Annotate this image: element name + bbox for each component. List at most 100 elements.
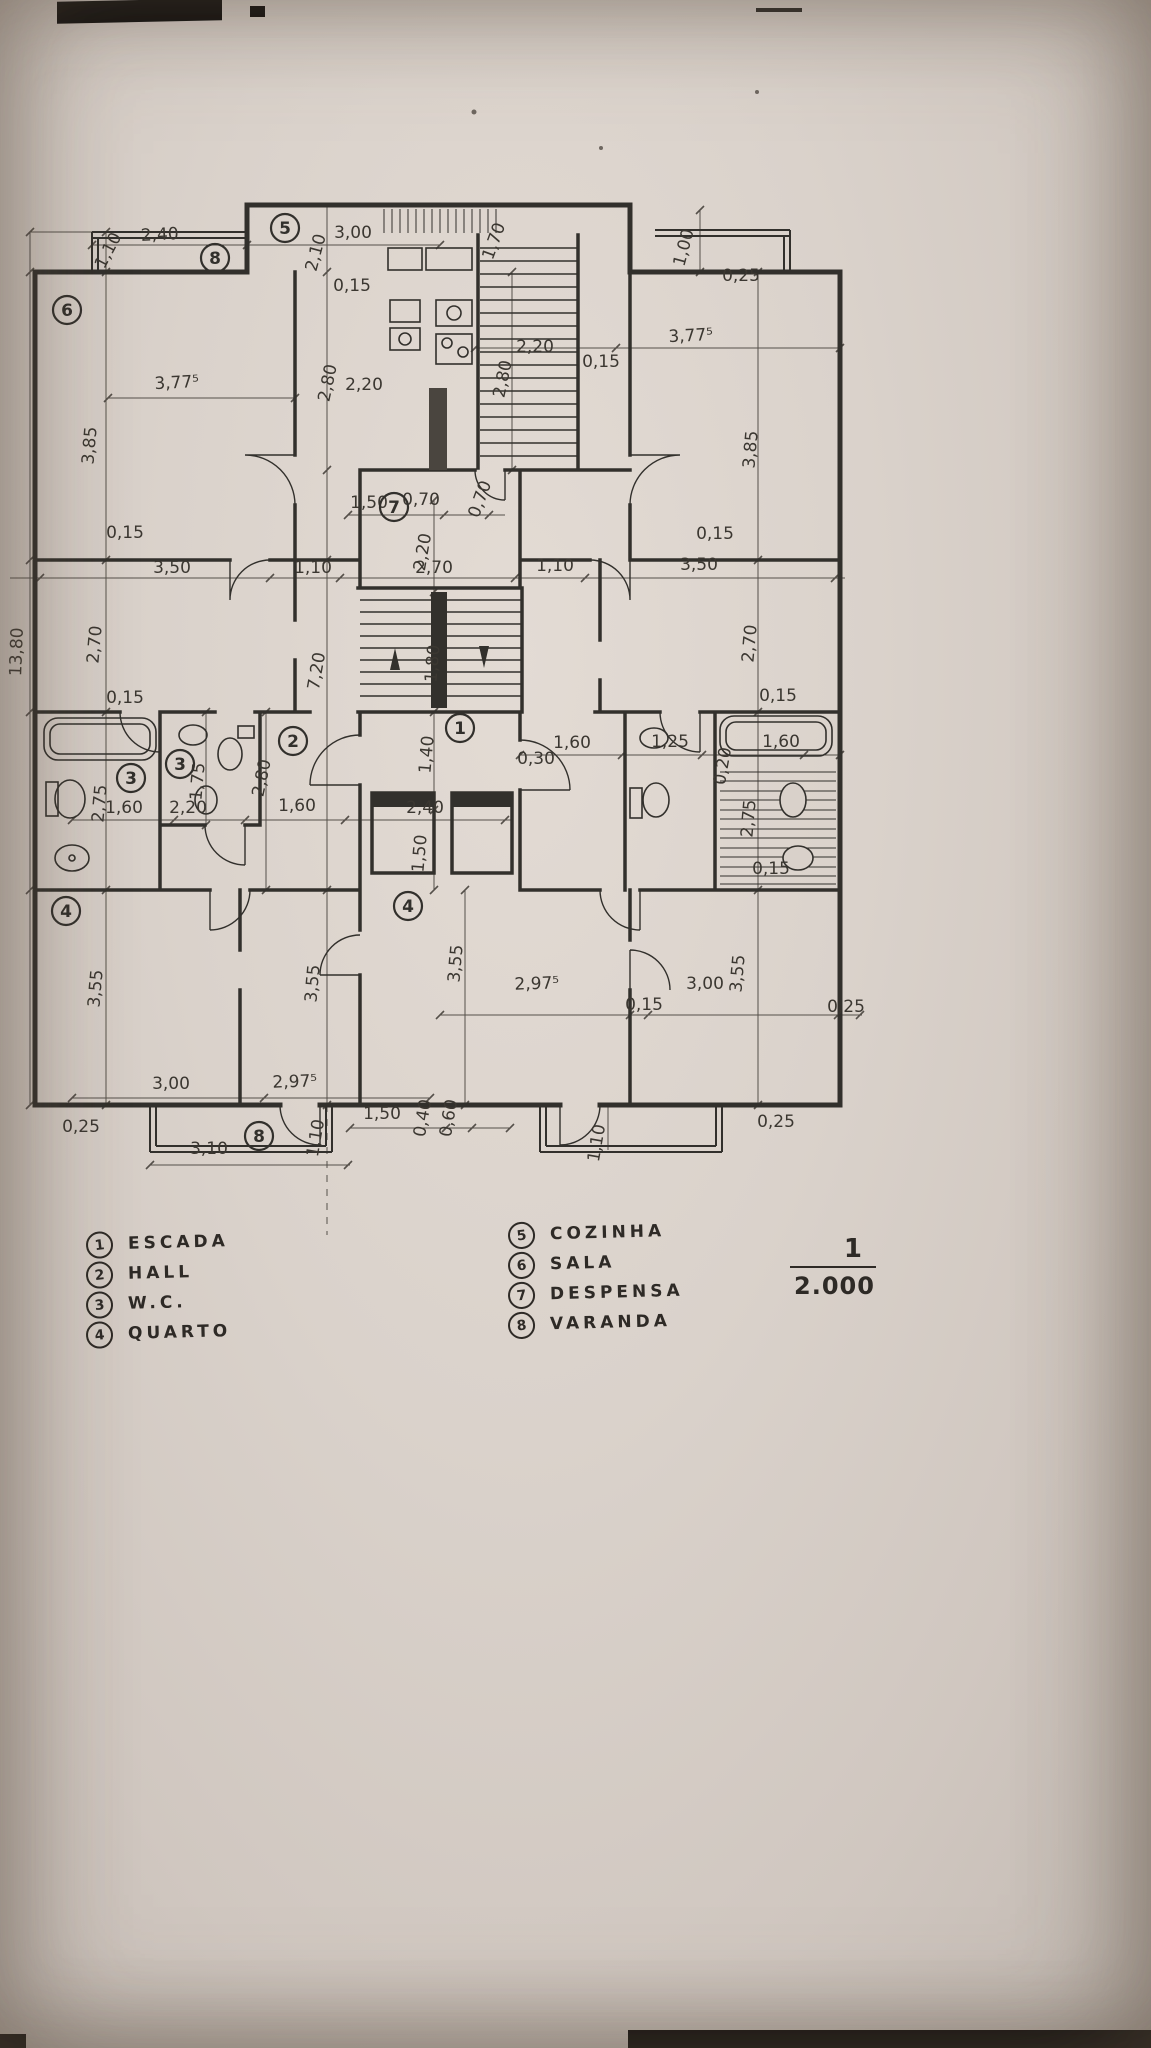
dimension-label: 2,97⁵ — [514, 973, 559, 995]
legend-left-column: 1 ESCADA 2 HALL 3 W.C. 4 QUARTO — [84, 1228, 232, 1350]
legend-item-sala: 6 SALA — [506, 1246, 684, 1281]
dimension-label: 1,25 — [651, 732, 689, 752]
interior-walls — [33, 233, 842, 1107]
dimension-label: 0,25 — [62, 1117, 100, 1137]
hatched-duct — [429, 388, 447, 470]
toilet-tank — [45, 781, 59, 817]
room-marker: 5 — [269, 212, 301, 244]
room-marker: 3 — [164, 748, 196, 780]
bathroom-kitchen-fixtures — [43, 247, 836, 885]
main-staircase — [360, 592, 522, 708]
legend-circle-number: 8 — [506, 1310, 537, 1340]
room-marker-number: 8 — [209, 249, 221, 269]
dimension-label: 3,55 — [84, 969, 107, 1008]
legend-circle-number: 1 — [84, 1229, 115, 1260]
room-marker-circle — [277, 725, 309, 757]
sink — [639, 727, 669, 749]
dimension-label: 0,15 — [696, 524, 734, 544]
photo-dark-mark — [57, 0, 222, 24]
room-marker-number: 6 — [61, 301, 73, 321]
room-marker-circle — [199, 242, 231, 274]
dimension-label: 3,77⁵ — [668, 325, 714, 347]
legend-item-quarto: 4 QUARTO — [84, 1316, 232, 1350]
dimension-label: 2,70 — [83, 625, 106, 664]
dimension-label: 3,85 — [78, 426, 101, 465]
dimension-label: 1,50 — [350, 493, 388, 513]
dimension-label: 0,70 — [464, 478, 496, 520]
bathtub — [43, 717, 157, 761]
dimension-label: 0,15 — [752, 859, 790, 879]
room-marker: 7 — [378, 491, 410, 523]
dimension-label: 0,15 — [582, 352, 620, 372]
dimension-label: 0,70 — [402, 490, 440, 510]
scale-numerator: 1 — [843, 1234, 862, 1264]
dimension-label: 1,75 — [186, 762, 209, 801]
room-marker-number: 7 — [388, 498, 400, 518]
room-marker: 8 — [243, 1120, 275, 1152]
dimension-label: 1,80 — [421, 644, 444, 683]
dimension-label: 1,40 — [415, 735, 438, 774]
dimension-label: 3,55 — [301, 964, 324, 1003]
legend-circle-number: 3 — [84, 1289, 115, 1320]
dimension-label: 3,00 — [334, 223, 372, 243]
dimension-label: 1,10 — [91, 229, 126, 272]
legend-label: DESPENSA — [549, 1280, 684, 1305]
dimension-label: 2,40 — [140, 224, 179, 246]
scale-fraction: 1 2.000 — [790, 1234, 876, 1300]
dimension-label: 1,60 — [762, 732, 800, 752]
legend-circle-number: 6 — [506, 1250, 537, 1280]
photo-dark-mark — [250, 6, 265, 17]
balcony-louvers — [383, 209, 497, 233]
room-marker-number: 3 — [125, 769, 137, 789]
legend-label: QUARTO — [127, 1321, 232, 1344]
dimension-label: 0,25 — [722, 266, 760, 286]
legend-label: SALA — [549, 1252, 616, 1275]
dimension-label: 2,20 — [169, 798, 207, 818]
room-marker-circle — [378, 491, 410, 523]
dimension-label: 3,55 — [726, 954, 749, 993]
dimension-label: 1,60 — [278, 796, 316, 816]
dimension-label: 3,10 — [190, 1139, 228, 1159]
room-marker-number: 8 — [253, 1127, 265, 1147]
dimension-label: 1,00 — [670, 227, 699, 269]
dimension-label: 2,20 — [516, 337, 554, 357]
legend-right-column: 5 COZINHA 6 SALA 7 DESPENSA 8 VARANDA — [506, 1216, 684, 1341]
dimension-label: 2,97⁵ — [272, 1071, 317, 1093]
dimension-label: 0,15 — [759, 686, 797, 706]
dimension-label: 3,85 — [739, 430, 762, 469]
legend-label: HALL — [127, 1262, 194, 1284]
legend-item-despensa: 7 DESPENSA — [506, 1276, 684, 1311]
dimension-label: 2,20 — [345, 375, 383, 395]
room-marker-circle — [269, 212, 301, 244]
toilet — [217, 737, 243, 771]
dimension-label: 1,10 — [584, 1123, 610, 1164]
room-marker-circle — [115, 762, 147, 794]
dimension-label: 3,77⁵ — [154, 372, 200, 394]
dimension-label: 0,15 — [106, 688, 144, 708]
room-marker-number: 1 — [454, 719, 466, 739]
legend-item-varanda: 8 VARANDA — [506, 1306, 684, 1341]
room-marker-circle — [243, 1120, 275, 1152]
legend-label: VARANDA — [549, 1311, 672, 1335]
dimension-label: 0,15 — [625, 995, 663, 1015]
dimension-label: 2,80 — [314, 362, 341, 403]
room-marker-circle — [444, 712, 476, 744]
legend-item-hall: 2 HALL — [84, 1256, 232, 1290]
legend-item-cozinha: 5 COZINHA — [506, 1216, 684, 1251]
dimension-label: 2,70 — [738, 624, 761, 663]
photo-dark-mark — [0, 2034, 26, 2048]
bidet — [194, 785, 218, 815]
dimension-label: 2,75 — [88, 784, 111, 823]
legend-circle-number: 2 — [84, 1259, 115, 1290]
stray-marks — [471, 90, 759, 150]
room-marker: 8 — [199, 242, 231, 274]
room-marker: 6 — [51, 294, 83, 326]
legend-circle-number: 5 — [506, 1220, 537, 1250]
dimension-label: 3,55 — [444, 944, 467, 983]
dimension-label: 2,75 — [737, 799, 760, 838]
stove — [435, 333, 473, 365]
dimension-label: 1,60 — [553, 733, 591, 753]
dimension-label: 0,30 — [517, 749, 555, 769]
legend-label: COZINHA — [549, 1221, 666, 1245]
room-marker: 4 — [50, 895, 82, 927]
